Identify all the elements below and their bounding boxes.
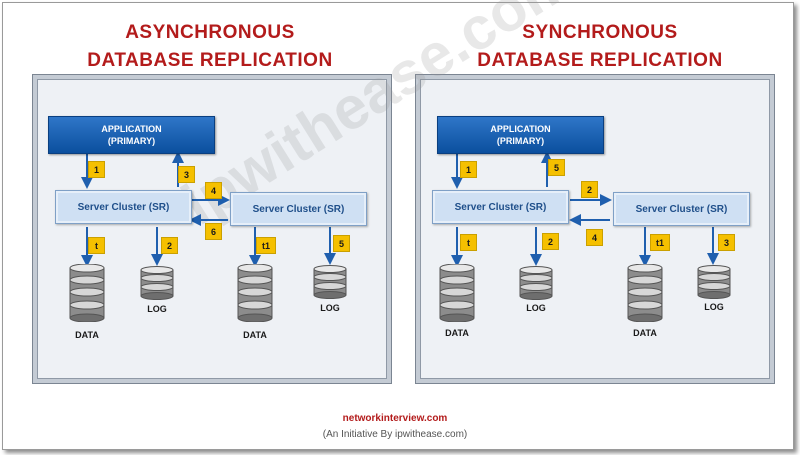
right-data-db-icon <box>439 264 475 322</box>
left-title-line1: ASYNCHRONOUS <box>125 22 295 43</box>
right-title-line1: SYNCHRONOUS <box>522 22 678 43</box>
left-step-badge: t <box>88 237 105 254</box>
left-step-badge: 2 <box>161 237 178 254</box>
right-app-sublabel: (PRIMARY) <box>496 136 545 146</box>
right-log-label: LOG <box>526 303 546 313</box>
right-step-badge: 2 <box>581 181 598 198</box>
right-step-badge: 1 <box>460 161 477 178</box>
right-step-badge: t <box>460 234 477 251</box>
left-application-box: APPLICATION (PRIMARY) <box>48 116 215 154</box>
right-app-label: APPLICATION <box>490 124 551 134</box>
right-log-db-icon <box>519 266 553 300</box>
right-step-badge: 2 <box>542 233 559 250</box>
left-step-badge: 1 <box>88 161 105 178</box>
left-step-badge: 5 <box>333 235 350 252</box>
left-app-label: APPLICATION <box>101 124 162 134</box>
left-step-badge: 4 <box>205 182 222 199</box>
right-server-cluster-secondary: Server Cluster (SR) <box>613 192 750 226</box>
right-log2-db-icon <box>697 265 731 299</box>
right-step-badge: 3 <box>718 234 735 251</box>
left-step-badge: t1 <box>256 237 276 254</box>
right-step-badge: 4 <box>586 229 603 246</box>
left-data-db-icon <box>69 264 105 322</box>
left-log-label: LOG <box>147 304 167 314</box>
right-step-badge: t1 <box>650 234 670 251</box>
footer-site: networkinterview.com <box>342 413 448 424</box>
right-step-badge: 5 <box>548 159 565 176</box>
right-data2-label: DATA <box>633 328 657 338</box>
left-log-db-icon <box>140 266 174 300</box>
right-data2-db-icon <box>627 264 663 322</box>
left-data2-label: DATA <box>243 330 267 340</box>
right-log2-label: LOG <box>704 302 724 312</box>
left-data2-db-icon <box>237 264 273 322</box>
right-data-label: DATA <box>445 328 469 338</box>
right-title-line2: DATABASE REPLICATION <box>477 50 723 71</box>
right-server-cluster-primary: Server Cluster (SR) <box>432 190 569 224</box>
left-step-badge: 6 <box>205 223 222 240</box>
left-server-cluster-primary: Server Cluster (SR) <box>55 190 192 224</box>
left-log2-label: LOG <box>320 303 340 313</box>
left-data-label: DATA <box>75 330 99 340</box>
left-step-badge: 3 <box>178 166 195 183</box>
right-application-box: APPLICATION (PRIMARY) <box>437 116 604 154</box>
footer-initiative: (An Initiative By ipwithease.com) <box>322 429 468 440</box>
left-server-cluster-secondary: Server Cluster (SR) <box>230 192 367 226</box>
left-app-sublabel: (PRIMARY) <box>107 136 156 146</box>
left-title-line2: DATABASE REPLICATION <box>87 50 333 71</box>
left-log2-db-icon <box>313 265 347 299</box>
